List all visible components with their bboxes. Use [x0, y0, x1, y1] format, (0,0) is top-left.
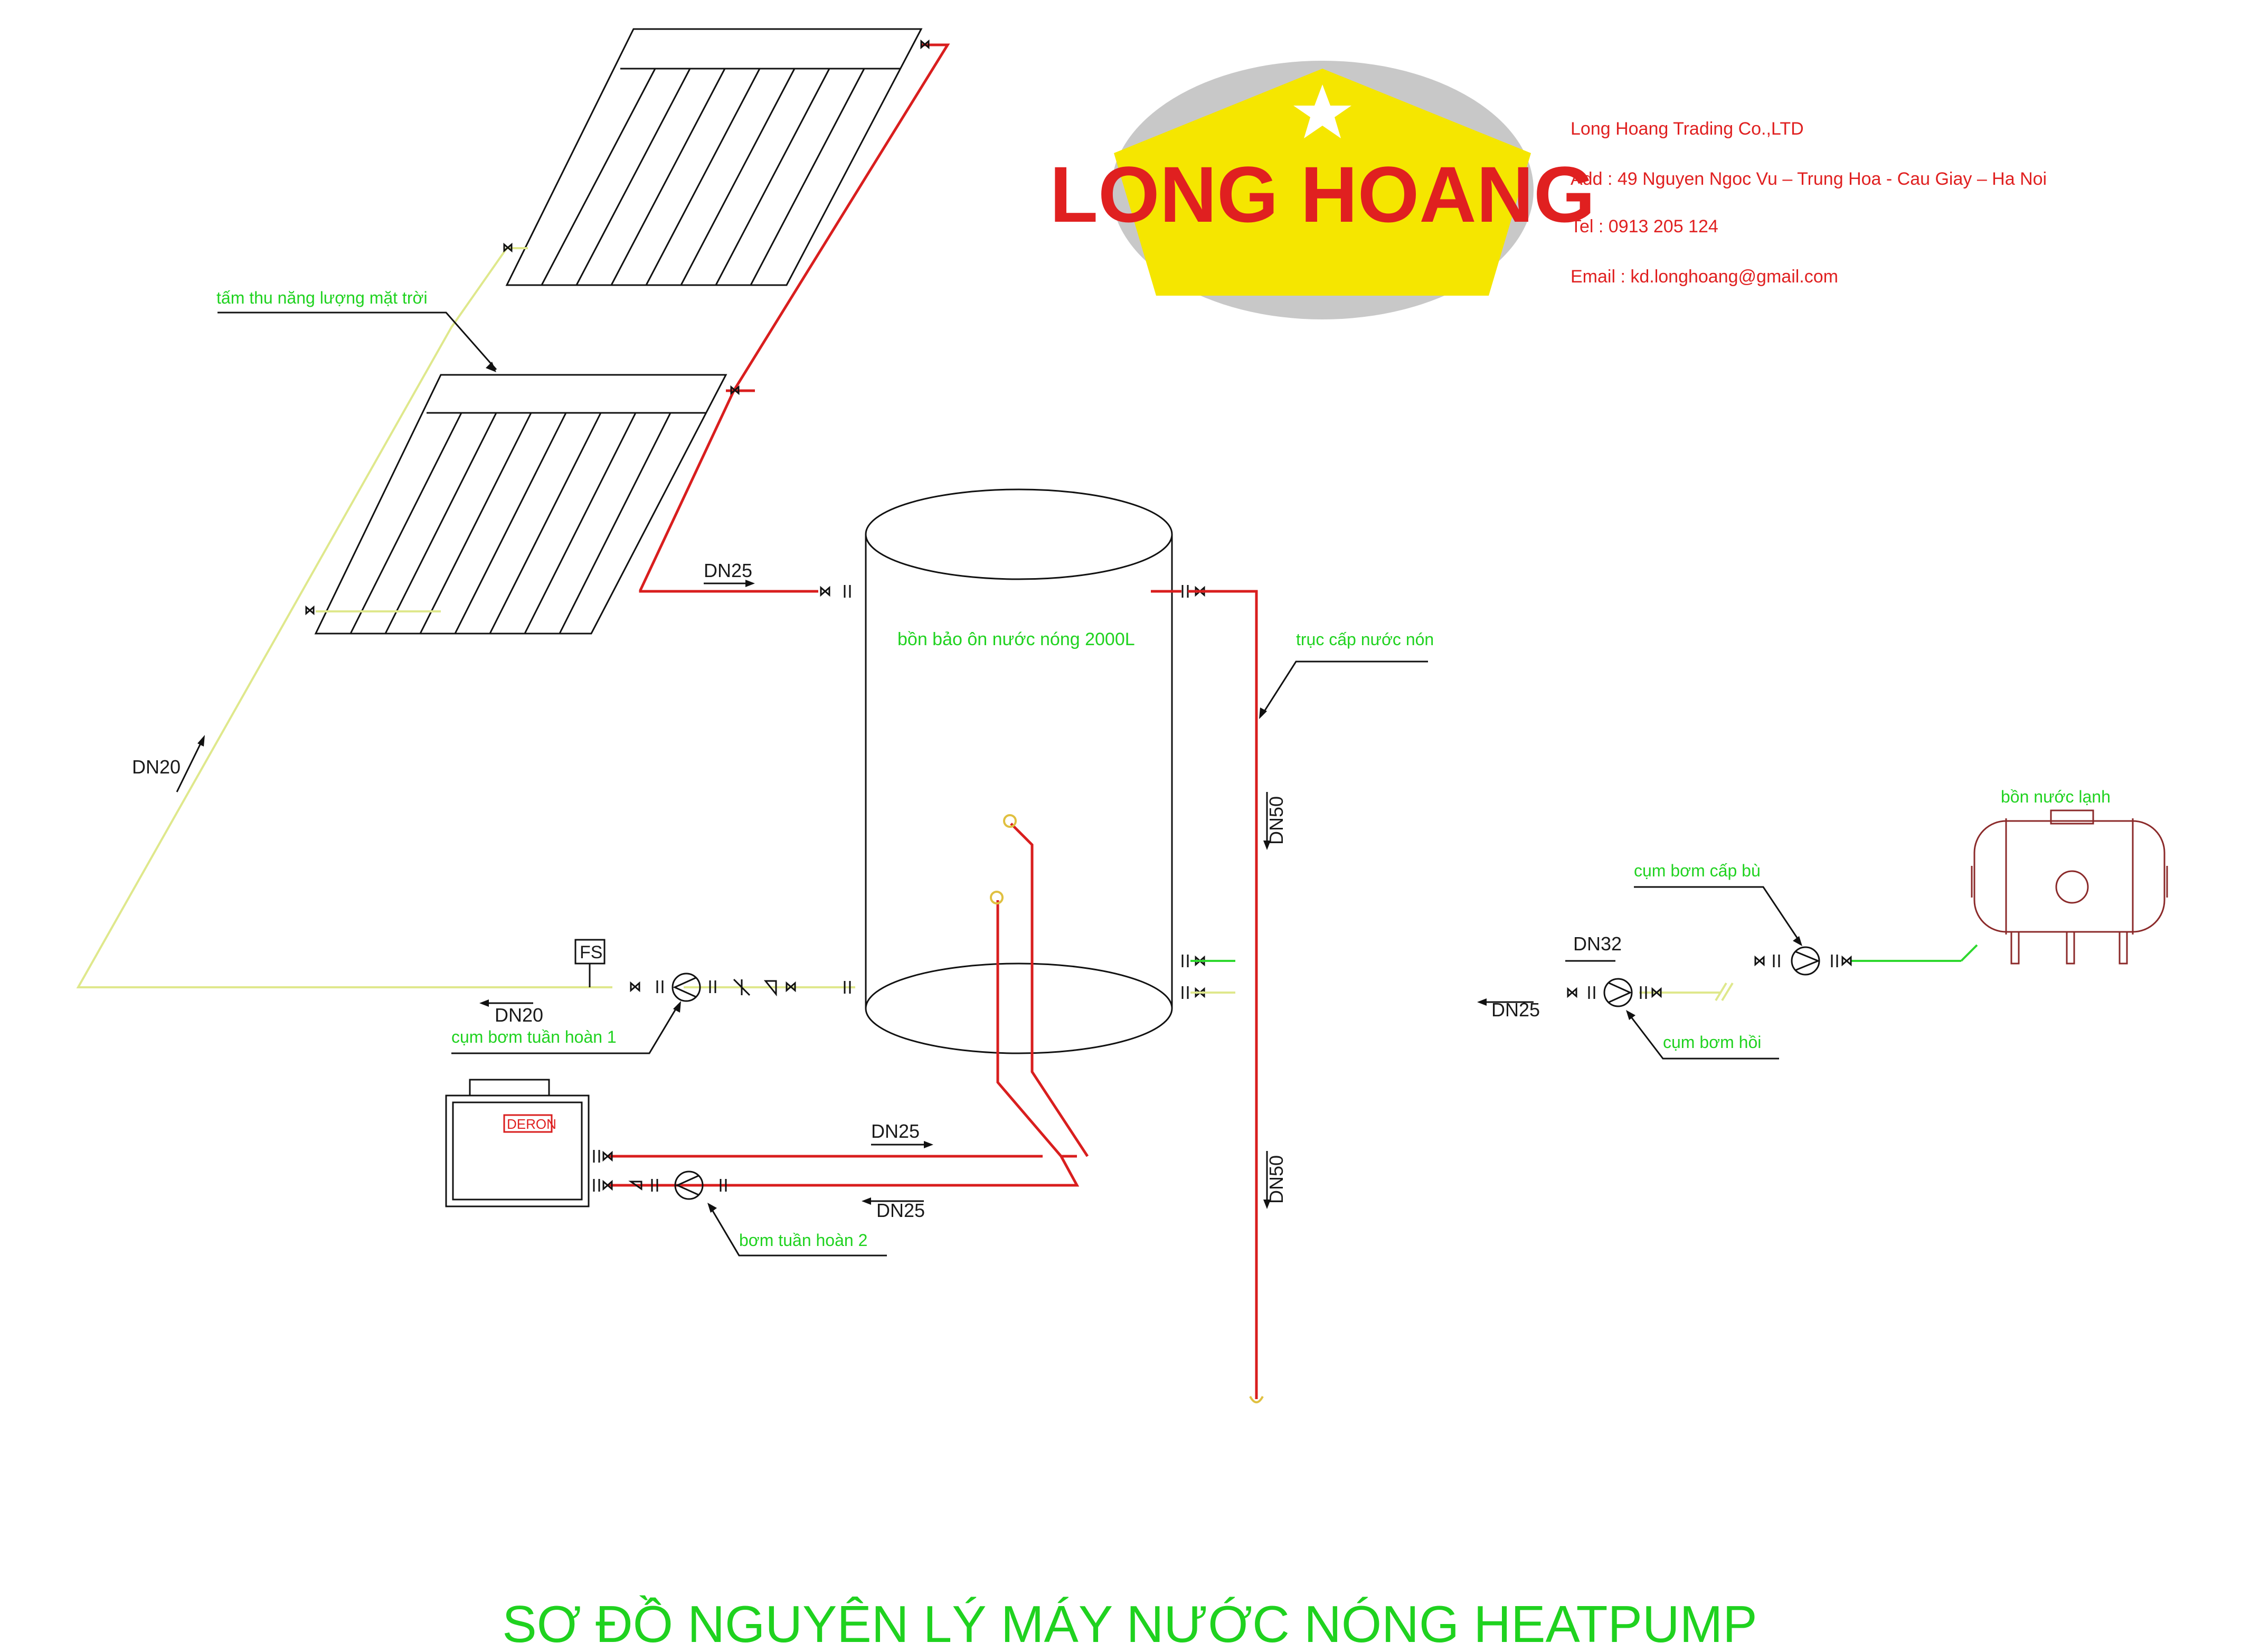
hp-valves [593, 1150, 727, 1200]
hot-riser-label: trục cấp nước nón [1296, 630, 1434, 649]
page-title: SƠ ĐỒ NGUYÊN LÝ MÁY NƯỚC NÓNG HEATPUMP [502, 1595, 1757, 1652]
collector-tube [419, 412, 532, 634]
flow-switch: FS [574, 939, 606, 987]
collector-tube [610, 68, 726, 286]
collector-tube [541, 68, 656, 286]
tank-nozzles [844, 585, 1189, 999]
hot-riser-pipe [1188, 590, 1258, 1399]
collector-tube [645, 68, 761, 286]
tank-label: bồn bảo ôn nước nóng 2000L [897, 629, 1135, 649]
company-name: Long Hoang Trading Co.,LTD [1571, 119, 1804, 139]
collector-tube [575, 68, 691, 286]
valve-panel-upper [305, 39, 930, 616]
collector-tube [384, 412, 497, 634]
dn-solar-return-diag: DN20 [132, 756, 181, 778]
cold-water-tank [1971, 809, 2168, 965]
circulation-pump-1-cluster [630, 973, 796, 1002]
dn-riser-lower: DN50 [1265, 1155, 1287, 1204]
hot-water-tank [865, 488, 1173, 1054]
dn-riser-upper: DN50 [1265, 796, 1287, 845]
collector-tube [559, 412, 672, 634]
logo-text: LONG HOANG [1049, 150, 1595, 239]
collector-tube [715, 68, 830, 286]
solar-panel-lower [314, 374, 727, 635]
company-tel: Tel : 0913 205 124 [1571, 216, 1718, 237]
tank-internal-pipe-2 [996, 900, 1077, 1158]
return-pump-label: cụm bơm hồi [1663, 1033, 1761, 1052]
company-logo: LONG HOANG [1049, 61, 1595, 319]
collector-tube [454, 412, 567, 634]
dn-solar-supply: DN25 [704, 560, 752, 581]
collector-tube [750, 68, 865, 286]
circ-pump-2-label: bơm tuần hoàn 2 [739, 1231, 867, 1250]
makeup-pump-cluster [1754, 946, 1852, 976]
collector-tube [349, 412, 462, 634]
dn-makeup: DN32 [1573, 933, 1622, 955]
tank-internal-pipe-1 [1010, 823, 1089, 1157]
return-pump-cluster [1567, 978, 1662, 1007]
circ-pump-1-label: cụm bơm tuần hoàn 1 [451, 1027, 617, 1046]
company-address: Add : 49 Nguyen Ngoc Vu – Trung Hoa - Ca… [1571, 169, 2047, 189]
dn-hp-supply: DN25 [871, 1120, 920, 1142]
solar-hot-supply-pipe [639, 43, 950, 593]
dn-hp-return: DN25 [876, 1200, 925, 1221]
solar-return-pipe [76, 247, 612, 988]
heatpump-unit: DERON [445, 1079, 590, 1207]
solar-collector-label: tấm thu năng lượng mặt trời [216, 288, 428, 307]
dn-solar-return-horiz: DN20 [495, 1004, 543, 1026]
company-email: Email : kd.longhoang@gmail.com [1571, 267, 1838, 287]
solar-panel-upper [505, 28, 923, 286]
hp-return-pipe [607, 1155, 1080, 1187]
cold-tank-label: bồn nước lạnh [2001, 787, 2111, 806]
svg-text:FS: FS [580, 942, 602, 962]
collector-tube [489, 412, 602, 634]
makeup-pump-label: cụm bơm cấp bù [1634, 861, 1761, 880]
collector-tube [680, 68, 796, 286]
collector-tube [524, 412, 637, 634]
heatpump-brand: DERON [507, 1116, 556, 1132]
